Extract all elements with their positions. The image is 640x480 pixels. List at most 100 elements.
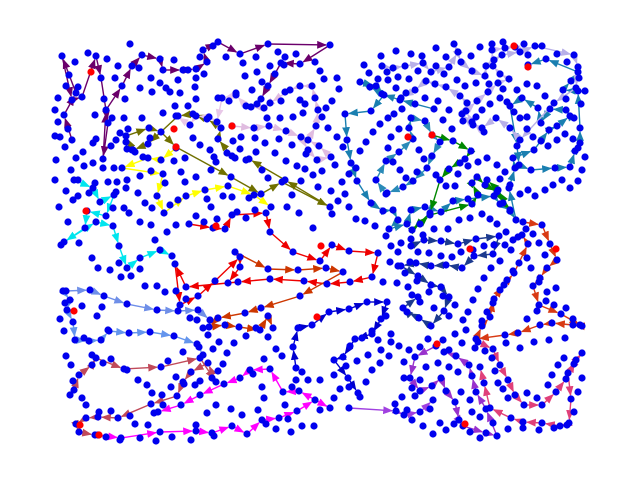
node [503,98,511,106]
node [295,387,303,395]
node [147,167,155,175]
node [399,183,407,191]
node [242,102,250,110]
node [485,80,493,88]
node [434,97,442,105]
node [496,361,504,369]
node [75,239,83,247]
node [482,429,490,437]
node [248,86,256,94]
node [266,99,274,107]
node [496,175,504,183]
node [518,94,526,102]
node [387,338,395,346]
node [455,216,463,224]
node [104,119,112,127]
node [100,95,108,103]
node [118,164,126,172]
node [97,336,105,344]
node [250,124,258,132]
depot-node [212,222,220,230]
node [480,128,488,136]
node [56,315,64,323]
node [123,145,131,153]
node [567,77,575,85]
node [389,206,397,214]
node [281,88,289,96]
node [253,100,261,108]
node [91,179,99,187]
node [264,333,272,341]
node [117,273,125,281]
node [468,408,476,416]
node [361,217,369,225]
node [429,430,437,438]
node [570,360,578,368]
node [233,208,241,216]
node [412,259,420,267]
node [57,241,65,249]
node [383,298,391,306]
node [424,335,432,343]
node [60,111,68,119]
node [136,218,144,226]
node [278,352,286,360]
node [328,241,336,249]
node [173,392,181,400]
node [483,154,491,162]
node [125,329,133,337]
node [287,428,295,436]
node [80,162,88,170]
node [295,209,303,217]
node [283,203,291,211]
node [222,53,230,61]
node [502,228,510,236]
node [328,210,336,218]
node [89,159,97,167]
node [360,61,368,69]
node [541,92,549,100]
route-edge [241,276,271,285]
node [203,195,211,203]
node [488,40,496,48]
node [330,371,338,379]
node [432,44,440,52]
node [174,76,182,84]
node [71,336,79,344]
node [314,183,322,191]
node [330,356,338,364]
node [420,155,428,163]
node [284,415,292,423]
node [115,259,123,267]
node [422,77,430,85]
node [207,203,215,211]
node [397,94,405,102]
node [121,95,129,103]
node [416,220,424,228]
node [345,305,353,313]
node [275,414,283,422]
node [506,181,514,189]
node [304,136,312,144]
node [512,216,520,224]
node [136,84,144,92]
node [193,316,201,324]
node [296,292,304,300]
node [51,132,59,140]
route-edge [202,383,225,394]
node [269,324,277,332]
node [529,230,537,238]
node [199,46,207,54]
route-edge [160,357,198,368]
node [448,125,456,133]
node [335,85,343,93]
node [74,83,82,91]
node [146,134,154,142]
node [192,65,200,73]
node [172,112,180,120]
node [395,342,403,350]
node [442,261,450,269]
node [385,352,393,360]
node [519,418,527,426]
node [494,186,502,194]
